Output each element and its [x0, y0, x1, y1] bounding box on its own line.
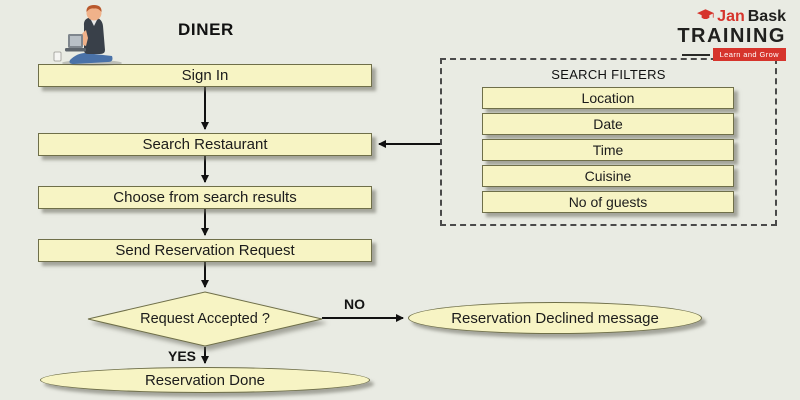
- logo-text-bask: Bask: [747, 8, 786, 25]
- logo-tagline-row: Learn and Grow: [677, 48, 786, 61]
- logo-brand-line: Jan Bask: [677, 8, 786, 26]
- flow-step-search-restaurant: Search Restaurant: [38, 133, 372, 156]
- diamond-shape: [87, 291, 323, 347]
- logo-tagline: Learn and Grow: [712, 48, 786, 61]
- flow-terminal-reservation-done: Reservation Done: [40, 367, 370, 393]
- logo-text-jan: Jan: [717, 8, 745, 25]
- filter-item-date: Date: [482, 113, 734, 135]
- page-title: DINER: [178, 20, 234, 39]
- filter-item-cuisine: Cuisine: [482, 165, 734, 187]
- person-with-laptop-icon: [53, 5, 122, 66]
- edge-label-yes: YES: [168, 348, 197, 364]
- flow-step-choose-results: Choose from search results: [38, 186, 372, 209]
- logo-divider-line: [681, 53, 710, 56]
- logo-text-training: TRAINING: [677, 25, 786, 47]
- flow-terminal-reservation-declined: Reservation Declined message: [408, 302, 702, 334]
- flow-decision-request-accepted: Request Accepted ?: [85, 289, 325, 349]
- decision-label: Request Accepted ?: [140, 311, 270, 327]
- filter-item-time: Time: [482, 139, 734, 161]
- janbask-logo: Jan Bask TRAINING Learn and Grow: [677, 8, 786, 61]
- flow-step-sign-in: Sign In: [38, 64, 372, 87]
- search-filters-title: SEARCH FILTERS: [551, 67, 666, 82]
- graduation-cap-icon: [697, 8, 715, 26]
- flow-step-send-reservation: Send Reservation Request: [38, 239, 372, 262]
- filter-item-location: Location: [482, 87, 734, 109]
- person-illustration: [50, 4, 130, 66]
- filter-item-no-of-guests: No of guests: [482, 191, 734, 213]
- search-filters-panel: SEARCH FILTERS Location Date Time Cuisin…: [440, 58, 777, 226]
- edge-label-no: NO: [344, 296, 365, 312]
